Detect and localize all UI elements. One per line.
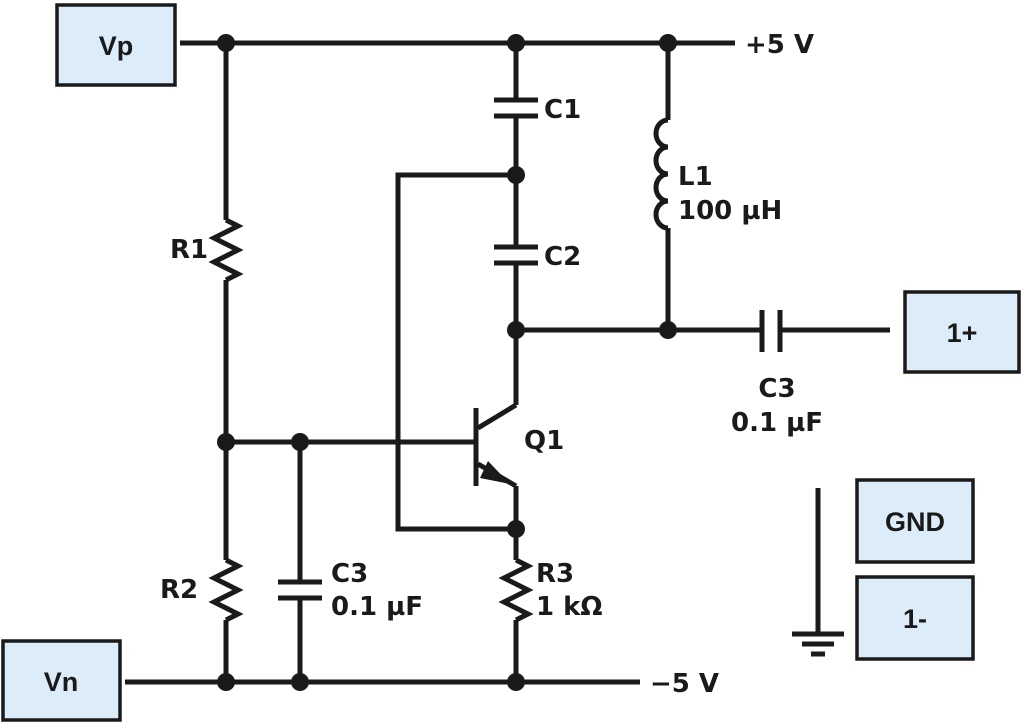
l1-value-label: 100 µH [678,196,782,226]
r1-resistor [208,217,244,283]
junction-dot [291,673,309,691]
c1-label: C1 [544,95,581,125]
c3-out-name-label: C3 [758,374,795,404]
junction-dot [507,166,525,184]
q1-emitter-arrow [480,461,510,484]
r2-label: R2 [160,575,198,605]
output-positive-terminal: 1+ [903,290,1021,374]
q1-collector [476,402,518,431]
c2-label: C2 [544,242,581,272]
gnd-terminal-label: GND [885,507,945,537]
gnd-terminal: GND [855,478,975,564]
vn-terminal: Vn [1,639,122,722]
output-positive-label: 1+ [947,318,978,348]
vn-terminal-label: Vn [44,667,79,697]
c3-out-value-label: 0.1 µF [731,408,823,438]
r2-resistor [208,557,244,623]
r3-name-label: R3 [536,559,574,589]
vp-terminal: Vp [55,3,177,87]
l1-inductor [653,117,669,231]
junction-dot [507,34,525,52]
junction-dot [217,673,235,691]
feedback-wire [395,172,516,532]
junction-dot [659,321,677,339]
c3-bias-value-label: 0.1 µF [331,592,423,622]
junction-dot [217,34,235,52]
junction-dot [659,34,677,52]
c3-bias-name-label: C3 [331,559,368,589]
r3-value-label: 1 kΩ [536,592,603,622]
positive-rail-label: +5 V [745,30,814,60]
junction-dot [217,433,235,451]
junction-dot [507,321,525,339]
r3-resistor [498,557,534,623]
junction-dot [291,433,309,451]
junction-dot [507,520,525,538]
negative-rail-label: −5 V [650,669,719,699]
output-negative-label: 1- [903,604,927,634]
l1-name-label: L1 [678,162,713,192]
junction-dot [507,673,525,691]
r1-label: R1 [170,235,208,265]
output-negative-terminal: 1- [855,575,975,661]
q1-label: Q1 [524,426,564,456]
vp-terminal-label: Vp [99,31,134,61]
